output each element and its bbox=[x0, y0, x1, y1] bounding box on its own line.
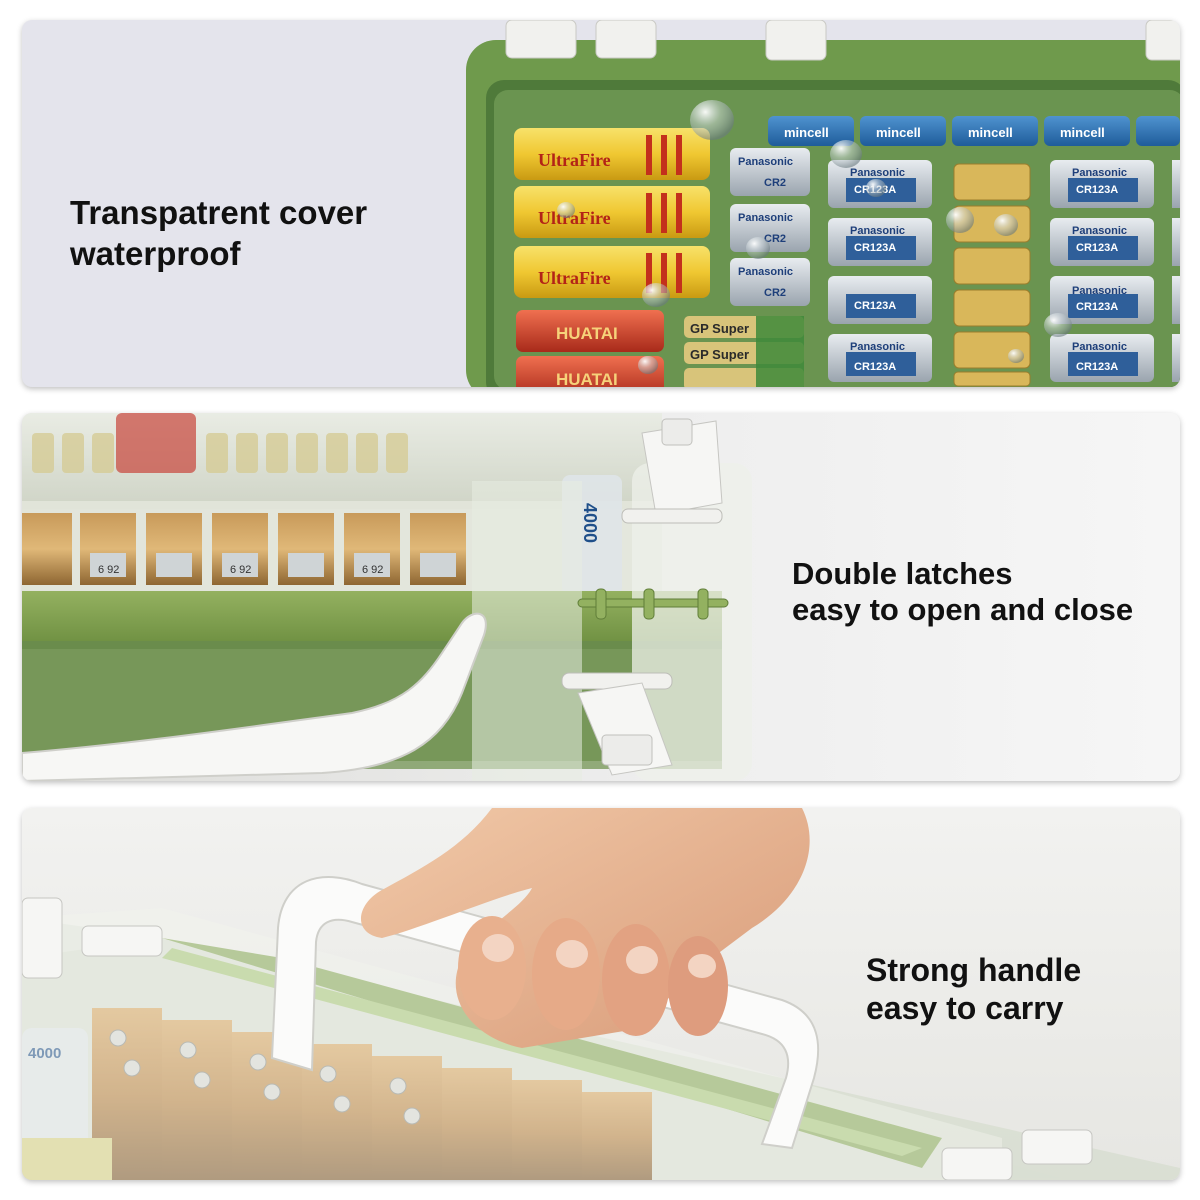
battery-case-handle-image: 4000 bbox=[22, 808, 1180, 1180]
svg-text:mincell: mincell bbox=[876, 125, 921, 140]
svg-text:4000: 4000 bbox=[28, 1045, 61, 1062]
small-cell-batteries bbox=[953, 163, 1031, 387]
svg-text:Panasonic: Panasonic bbox=[1072, 167, 1127, 179]
gp-super-batteries: GP Super GP Super bbox=[684, 316, 804, 387]
svg-text:CR2: CR2 bbox=[764, 233, 786, 245]
svg-text:Panasonic: Panasonic bbox=[738, 212, 793, 224]
panel-waterproof: Transpatrent cover waterproof bbox=[22, 20, 1180, 387]
caption-handle: Strong handle easy to carry bbox=[866, 951, 1081, 1027]
svg-text:CR123A: CR123A bbox=[854, 361, 896, 373]
nine-volt-batteries: 6 92 6 92 6 92 bbox=[22, 513, 466, 585]
mincell-batteries: mincell mincell mincell mincell bbox=[768, 116, 1180, 146]
svg-text:GP Super: GP Super bbox=[690, 347, 749, 362]
svg-text:mincell: mincell bbox=[784, 125, 829, 140]
svg-text:UltraFire: UltraFire bbox=[538, 150, 611, 170]
caption-waterproof: Transpatrent cover waterproof bbox=[70, 192, 367, 274]
svg-text:CR123A: CR123A bbox=[854, 242, 896, 254]
svg-text:Panasonic: Panasonic bbox=[1072, 285, 1127, 297]
svg-text:Panasonic: Panasonic bbox=[1072, 341, 1127, 353]
svg-text:UltraFire: UltraFire bbox=[538, 208, 611, 228]
panasonic-cr2-batteries: Panasonic CR2 Panasonic CR2 Panasonic CR… bbox=[730, 148, 810, 306]
svg-text:UltraFire: UltraFire bbox=[538, 268, 611, 288]
svg-text:Panasonic: Panasonic bbox=[850, 225, 905, 237]
svg-text:CR123A: CR123A bbox=[1076, 184, 1118, 196]
svg-text:6 92: 6 92 bbox=[362, 564, 383, 576]
svg-text:Panasonic: Panasonic bbox=[738, 156, 793, 168]
caption-handle-line2: easy to carry bbox=[866, 990, 1064, 1026]
svg-text:mincell: mincell bbox=[968, 125, 1013, 140]
top-latch bbox=[621, 418, 723, 524]
caption-waterproof-line2: waterproof bbox=[70, 235, 241, 272]
svg-text:4000: 4000 bbox=[580, 503, 600, 543]
svg-text:CR123A: CR123A bbox=[1076, 361, 1118, 373]
svg-text:CR2: CR2 bbox=[764, 287, 786, 299]
svg-text:GP Super: GP Super bbox=[690, 321, 749, 336]
caption-latches-line1: Double latches bbox=[792, 556, 1013, 591]
svg-text:CR123A: CR123A bbox=[1076, 301, 1118, 313]
svg-text:HUATAI: HUATAI bbox=[556, 370, 618, 387]
hand bbox=[360, 808, 810, 1048]
svg-text:CR123A: CR123A bbox=[1076, 242, 1118, 254]
svg-text:HUATAI: HUATAI bbox=[556, 324, 618, 343]
battery-case-latches-image: 6 92 6 92 6 92 4000 bbox=[22, 413, 752, 781]
svg-text:6 92: 6 92 bbox=[230, 564, 251, 576]
svg-text:Panasonic: Panasonic bbox=[850, 167, 905, 179]
huatai-batteries: HUATAI HUATAI bbox=[516, 310, 664, 387]
svg-text:CR123A: CR123A bbox=[854, 300, 896, 312]
panel-latches: 6 92 6 92 6 92 4000 bbox=[22, 413, 1180, 781]
svg-text:Panasonic: Panasonic bbox=[850, 341, 905, 353]
caption-latches-line2: easy to open and close bbox=[792, 592, 1134, 627]
caption-latches: Double latches easy to open and close bbox=[792, 556, 1133, 628]
cr123a-batteries: Panasonic CR123A Panasonic CR123A CR123A… bbox=[828, 160, 1154, 382]
caption-handle-line1: Strong handle bbox=[866, 952, 1082, 988]
panel-handle: 4000 Strong handle easy to carry bbox=[22, 808, 1180, 1180]
case-handle bbox=[22, 612, 487, 781]
svg-text:mincell: mincell bbox=[1060, 125, 1105, 140]
svg-text:6 92: 6 92 bbox=[98, 564, 119, 576]
svg-text:Panasonic: Panasonic bbox=[738, 266, 793, 278]
ultrafire-batteries: UltraFire UltraFire UltraFire bbox=[514, 128, 710, 298]
battery-case-top-view-image: UltraFire UltraFire UltraFire HUATAI HUA… bbox=[466, 20, 1180, 387]
caption-waterproof-line1: Transpatrent cover bbox=[70, 194, 368, 231]
svg-text:Panasonic: Panasonic bbox=[1072, 225, 1127, 237]
bottom-latch bbox=[561, 672, 673, 776]
water-droplets bbox=[557, 100, 1072, 374]
svg-text:CR2: CR2 bbox=[764, 177, 786, 189]
